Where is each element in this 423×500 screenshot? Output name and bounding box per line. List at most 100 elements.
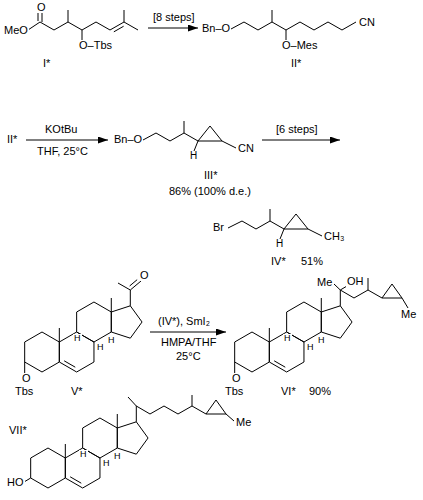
atom-label: O xyxy=(231,373,242,384)
yield-note: 86% (100% d.e.) xyxy=(168,186,252,197)
atom-label: CN xyxy=(237,143,255,154)
bond xyxy=(25,332,60,372)
yield-note: 90% xyxy=(308,386,332,397)
bond xyxy=(198,126,222,141)
bond xyxy=(130,280,137,286)
bond xyxy=(402,298,408,308)
bond xyxy=(40,22,124,30)
bond xyxy=(235,332,270,372)
atom-label: H xyxy=(113,452,122,461)
bond xyxy=(59,332,94,372)
atom-label: Bn–O xyxy=(201,23,231,34)
bond xyxy=(321,298,322,312)
bond xyxy=(234,362,235,373)
bond xyxy=(274,361,285,367)
atom-label: OH xyxy=(346,276,365,287)
compound-number: I* xyxy=(42,58,51,69)
bond xyxy=(24,362,25,373)
structure-drawing xyxy=(24,10,408,488)
bond xyxy=(269,328,270,342)
bond xyxy=(68,10,69,22)
bond xyxy=(124,10,125,22)
compound-number: V* xyxy=(70,386,84,397)
compound-number: VI* xyxy=(280,386,297,397)
atom-label: Br xyxy=(212,222,225,233)
bond xyxy=(117,422,148,454)
atom-label: CH₃ xyxy=(323,231,345,242)
bond xyxy=(111,298,112,312)
bond xyxy=(124,22,138,30)
atom-label: O–Mes xyxy=(281,40,318,51)
bond xyxy=(206,400,226,414)
bond xyxy=(42,13,43,22)
reaction-arrow xyxy=(26,140,108,141)
atom-label: H xyxy=(107,336,116,345)
atom-label: Me xyxy=(316,277,333,288)
bond xyxy=(82,30,83,40)
bond xyxy=(340,290,382,298)
bond xyxy=(231,22,356,30)
bond xyxy=(192,395,193,406)
atom-label: Tbs xyxy=(224,386,244,397)
reaction-arrow xyxy=(262,140,340,141)
atom-label: Me xyxy=(235,417,252,428)
reaction-condition: KOtBu xyxy=(44,124,78,135)
bond xyxy=(228,221,284,229)
atom-label: H xyxy=(79,450,88,459)
compound-number: III* xyxy=(203,170,218,181)
bond xyxy=(24,478,31,482)
bond xyxy=(59,328,60,342)
bond xyxy=(111,306,142,338)
bond xyxy=(226,414,234,421)
reaction-condition: [6 steps] xyxy=(275,124,319,135)
bond xyxy=(65,448,100,488)
bond xyxy=(128,397,136,406)
reaction-condition: [8 steps] xyxy=(152,12,196,23)
atom-label: Bn–O xyxy=(113,134,143,145)
bond xyxy=(269,332,304,372)
atom-label: H xyxy=(189,151,198,161)
bond xyxy=(270,209,271,221)
bond xyxy=(130,281,141,290)
yield-note: 51% xyxy=(300,256,324,267)
atom-label: H xyxy=(283,334,292,343)
bond xyxy=(272,10,273,22)
bond xyxy=(368,278,369,290)
atom-label: O xyxy=(139,270,150,281)
bond xyxy=(114,26,124,32)
atom-label: HO xyxy=(6,477,25,488)
atom-label: H xyxy=(317,336,326,345)
atom-label: Tbs xyxy=(14,386,34,397)
bond xyxy=(308,229,322,236)
atom-label: H xyxy=(306,343,315,352)
bond xyxy=(280,229,284,239)
bond xyxy=(321,306,352,338)
reaction-condition: HMPA/THF xyxy=(160,337,217,348)
atom-label: CN xyxy=(358,17,376,28)
atom-label: H xyxy=(73,334,82,343)
bond xyxy=(284,214,308,229)
compound-number: II* xyxy=(6,134,18,145)
atom-label: H xyxy=(96,343,105,352)
atom-label: MeO xyxy=(3,25,29,36)
bond xyxy=(28,22,40,30)
bond xyxy=(334,284,340,290)
bond xyxy=(136,406,137,422)
reaction-arrow xyxy=(148,28,198,29)
bond xyxy=(286,30,287,40)
reaction-condition: THF, 25°C xyxy=(36,146,89,157)
atom-label: Me xyxy=(400,309,417,320)
bond xyxy=(222,141,236,148)
bond xyxy=(38,13,39,21)
bond xyxy=(70,477,81,483)
bond xyxy=(118,283,130,290)
atom-label: O–Tbs xyxy=(78,40,113,51)
bond xyxy=(117,414,118,428)
bond xyxy=(340,290,341,306)
atom-label: O xyxy=(21,373,32,384)
bond xyxy=(31,448,66,488)
bond xyxy=(130,290,131,306)
reaction-condition: 25°C xyxy=(175,351,202,362)
reaction-condition: (IV*), SmI₂ xyxy=(157,316,211,327)
